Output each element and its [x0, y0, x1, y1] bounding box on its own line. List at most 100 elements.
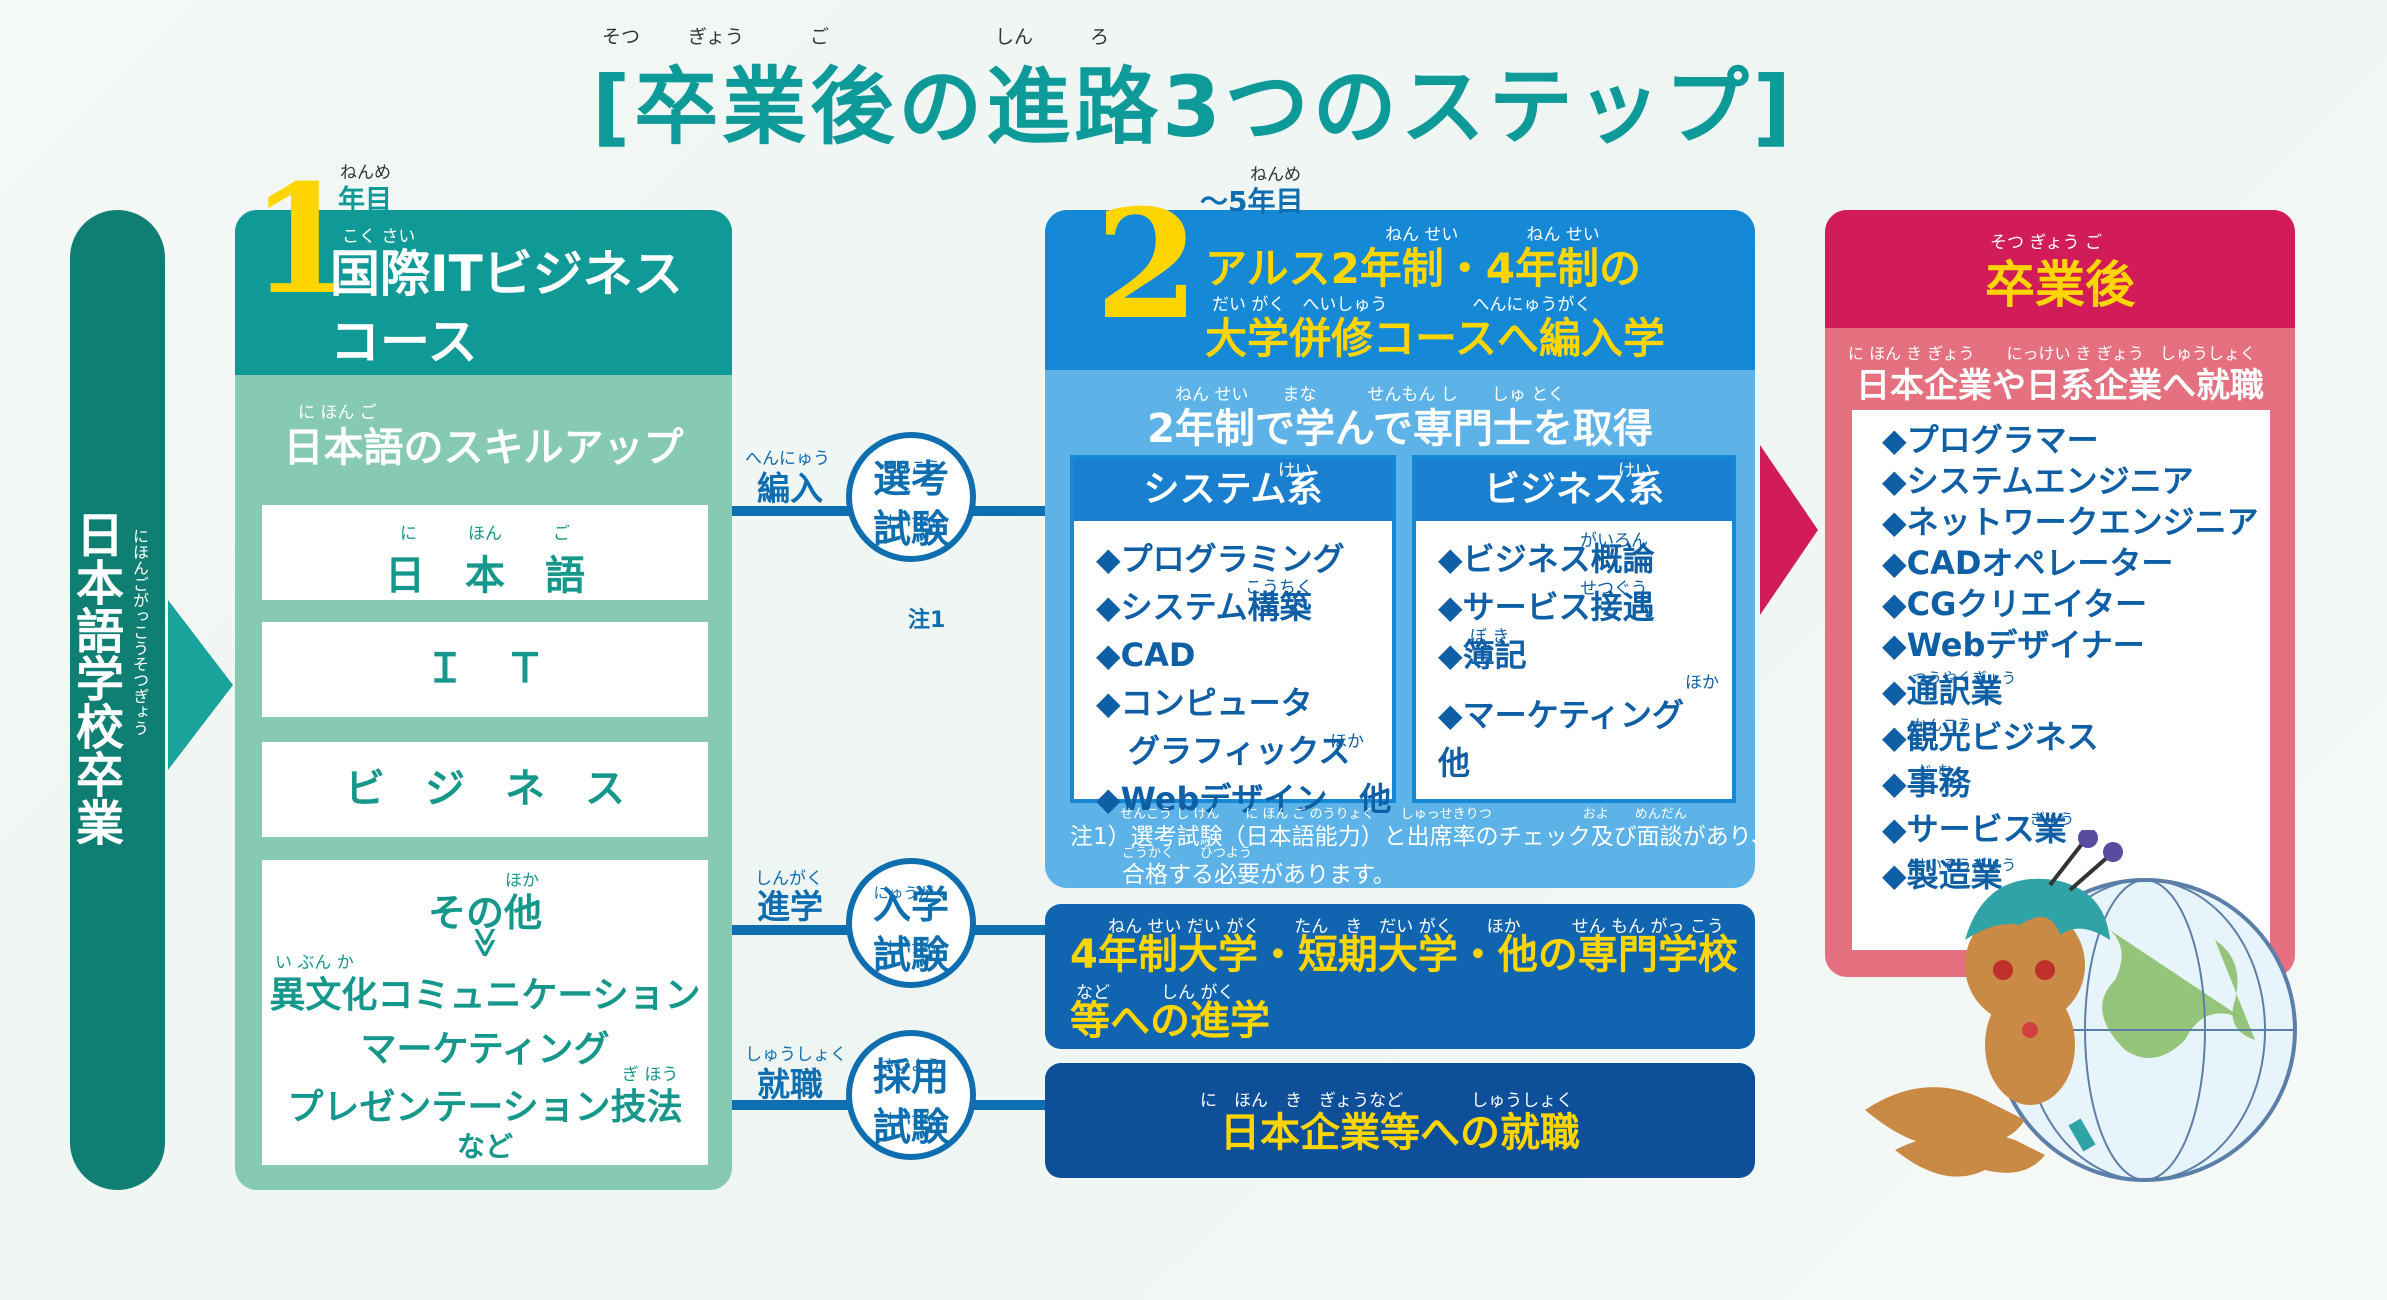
- step3-subtitle: 日本企業や日系企業へ就職: [1856, 366, 2264, 406]
- business-panel-header: ビジネス系: [1416, 459, 1732, 521]
- step2-title-line1: アルス2年制・4年制の: [1205, 244, 1642, 293]
- note-line2: 合格する必要があります。: [1122, 862, 1396, 888]
- list-item: ◆CGクリエイター: [1882, 585, 2148, 623]
- list-item: ◆プログラマー: [1882, 421, 2099, 459]
- step1-box-others: [262, 860, 708, 1165]
- list-item: ◆CAD: [1096, 636, 1196, 674]
- step2-note: 注1）選考試験（日本語能力）と出席率のチェック及び面談があり、 合格する必要があ…: [1070, 818, 1774, 894]
- system-ruby-kouchiku: こうちく: [1245, 578, 1313, 598]
- title-ruby-sotsu: そつ: [602, 26, 641, 48]
- connector3-label: 就職: [757, 1065, 823, 1104]
- step1-box2-label: Ｉ Ｔ: [425, 646, 545, 692]
- step3-title: 卒業後: [1985, 256, 2135, 314]
- step1-year: 年目: [338, 185, 392, 216]
- business-panel: ビジネス系 ◆ビジネス概論 ◆サービス接遇 ◆簿記 ◆マーケティング 他: [1412, 455, 1736, 803]
- system-header-ruby: けい: [1278, 461, 1312, 481]
- step1-box1-label: 日 本 語: [385, 553, 585, 599]
- exam-circle-hiring: さいよう 採用 し けん 試験: [846, 1030, 976, 1160]
- list-item: ◆製造業: [1882, 856, 2003, 894]
- step2-subtitle-ruby: ねん せい まな せんもん し しゅ とく: [1175, 385, 1565, 405]
- mascot-with-globe-illustration: [1865, 830, 2297, 1182]
- arrow-right-icon: [168, 600, 233, 770]
- list-item: ◆システムエンジニア: [1882, 462, 2194, 500]
- page-title: [卒業後の進路3つのステップ]: [591, 58, 1796, 156]
- step1-title-line2: コース: [330, 313, 478, 371]
- list-item: ◆Webデザイナー: [1882, 626, 2145, 664]
- step3-subtitle-ruby: に ほん き ぎょう にっけい き ぎょう しゅうしょく: [1848, 344, 2256, 363]
- circle2-ruby1: にゅうがく: [873, 884, 949, 902]
- connector1-label-ruby: へんにゅう: [745, 449, 830, 469]
- system-panel-header: システム系: [1074, 459, 1392, 521]
- path-mid-ruby1: ねん せい だい がく たん き だい がく ほか せん もん がっ こう: [1108, 917, 1724, 937]
- list-item: ◆システム構築: [1096, 588, 1312, 626]
- list-item: ◆ビジネス概論: [1438, 540, 1655, 578]
- step1-more-footer: など: [456, 1130, 513, 1163]
- step2-subtitle: 2年制で学んで専門士を取得: [1147, 406, 1653, 452]
- circle3-line2: 試験: [872, 1105, 949, 1149]
- step2-title-ruby1: ねん せい ねん せい: [1385, 225, 1600, 245]
- step3-ruby-seizou: せいぞうぎょう: [1912, 856, 2017, 874]
- list-item: ◆Webデザイン 他: [1096, 780, 1392, 818]
- title-ruby-gyou: ぎょう: [688, 26, 745, 48]
- title-ruby-ro: ろ: [1090, 26, 1110, 48]
- circle1-line2: 試験: [872, 507, 949, 551]
- connector3-label-ruby: しゅうしょく: [745, 1045, 847, 1065]
- connector1-label: 編入: [757, 469, 823, 508]
- step2-title-ruby2: だい がく へいしゅう へんにゅうがく: [1212, 295, 1592, 315]
- system-ruby-hoka: ほか: [1330, 732, 1364, 752]
- step3-list: ◆プログラマー ◆システムエンジニア ◆ネットワークエンジニア ◆CADオペレー…: [1882, 420, 2259, 896]
- step1-subtitle-ruby: に ほん ご: [298, 403, 377, 423]
- step1-more-title: その他: [427, 891, 542, 935]
- exam-circle-admission: にゅうがく 入学 し けん 試験: [846, 858, 976, 988]
- step1-more-ruby1: い ぶん か: [275, 953, 354, 973]
- step2-header: [1045, 210, 1755, 370]
- step2-year-ruby: ねんめ: [1250, 165, 1301, 185]
- list-item: ◆事務: [1882, 764, 1971, 802]
- list-item: ◆サービス業: [1882, 810, 2067, 848]
- circle2-ruby2: し けん: [886, 938, 936, 956]
- step3-ruby-kankou: かんこう: [1912, 716, 1973, 734]
- circle3-ruby1: さいよう: [881, 1056, 941, 1074]
- step1-box-it: Ｉ Ｔ: [262, 622, 708, 717]
- business-ruby-setsugu: せつぐう: [1580, 579, 1648, 599]
- list-item: ◆コンピュータ: [1096, 684, 1313, 722]
- connector1-note: 注1: [908, 608, 946, 633]
- step3-header: [1825, 210, 2295, 328]
- step2-title-line2: 大学併修コースへ編入学: [1205, 314, 1665, 363]
- connector2-label: 進学: [757, 887, 823, 926]
- business-ruby-boki: ぼ き: [1470, 627, 1510, 647]
- path-bot-ruby: に ほん き ぎょうなど しゅうしょく: [1200, 1091, 1574, 1111]
- step1-more-item1: 異文化コミュニケーション: [269, 975, 701, 1016]
- circle1-ruby2: し けん: [886, 512, 936, 530]
- list-item: ◆簿記: [1438, 636, 1527, 674]
- system-header-label: システム系: [1143, 469, 1323, 510]
- circle1-line1: 選考: [872, 457, 949, 501]
- connector2-label-ruby: しんがく: [755, 869, 823, 889]
- system-panel: システム系 ◆プログラミング ◆システム構築 ◆CAD ◆コンピュータ グラフィ…: [1070, 455, 1396, 818]
- note-ruby2: ごうかく ひつよう: [1122, 846, 1253, 861]
- circle1-ruby1: せんこう: [880, 458, 941, 476]
- system-list: ◆プログラミング ◆システム構築 ◆CAD ◆コンピュータ グラフィックス ◆W…: [1096, 535, 1391, 823]
- note-ruby1: せんこう し けん に ほん ご のうりょく しゅっせきりつ およ めんだん: [1120, 807, 1687, 822]
- list-item: ◆プログラミング: [1096, 540, 1345, 578]
- step1-title: 国際ITビジネス コース: [330, 240, 683, 376]
- list-item: ◆観光ビジネス: [1882, 718, 2099, 756]
- note-line1: 注1）選考試験（日本語能力）と出席率のチェック及び面談があり、: [1070, 824, 1774, 850]
- list-item: ◆通訳業: [1882, 672, 2003, 710]
- path-mid-line1: 4年制大学・短期大学・他の専門学校: [1070, 932, 1738, 978]
- path-bot-text: 日本企業等への就職: [1220, 1110, 1580, 1156]
- step1-box-japanese: に ほん ご 日 本 語: [262, 505, 708, 600]
- step1-box3-label: ビ ジ ネ ス: [345, 766, 625, 812]
- arrow-right-icon: [1760, 445, 1818, 615]
- step3-ruby-gyou: ぎょう: [2030, 810, 2075, 828]
- step2-title: アルス2年制・4年制の 大学併修コースへ編入学: [1205, 234, 1665, 374]
- business-ruby-gairon: がいろん: [1580, 531, 1648, 551]
- left-bar: [70, 210, 165, 1190]
- step2-number: 2: [1095, 177, 1200, 353]
- list-item: ◆マーケティング 他: [1438, 696, 1717, 782]
- step1-title-ruby: こく さい: [342, 227, 416, 247]
- title-ruby-shin: しん: [995, 26, 1034, 48]
- business-header-label: ビジネス系: [1483, 469, 1664, 510]
- left-bar-label: 日本語学校卒業: [67, 510, 123, 846]
- step1-box1-ruby: に ほん ご: [400, 524, 570, 544]
